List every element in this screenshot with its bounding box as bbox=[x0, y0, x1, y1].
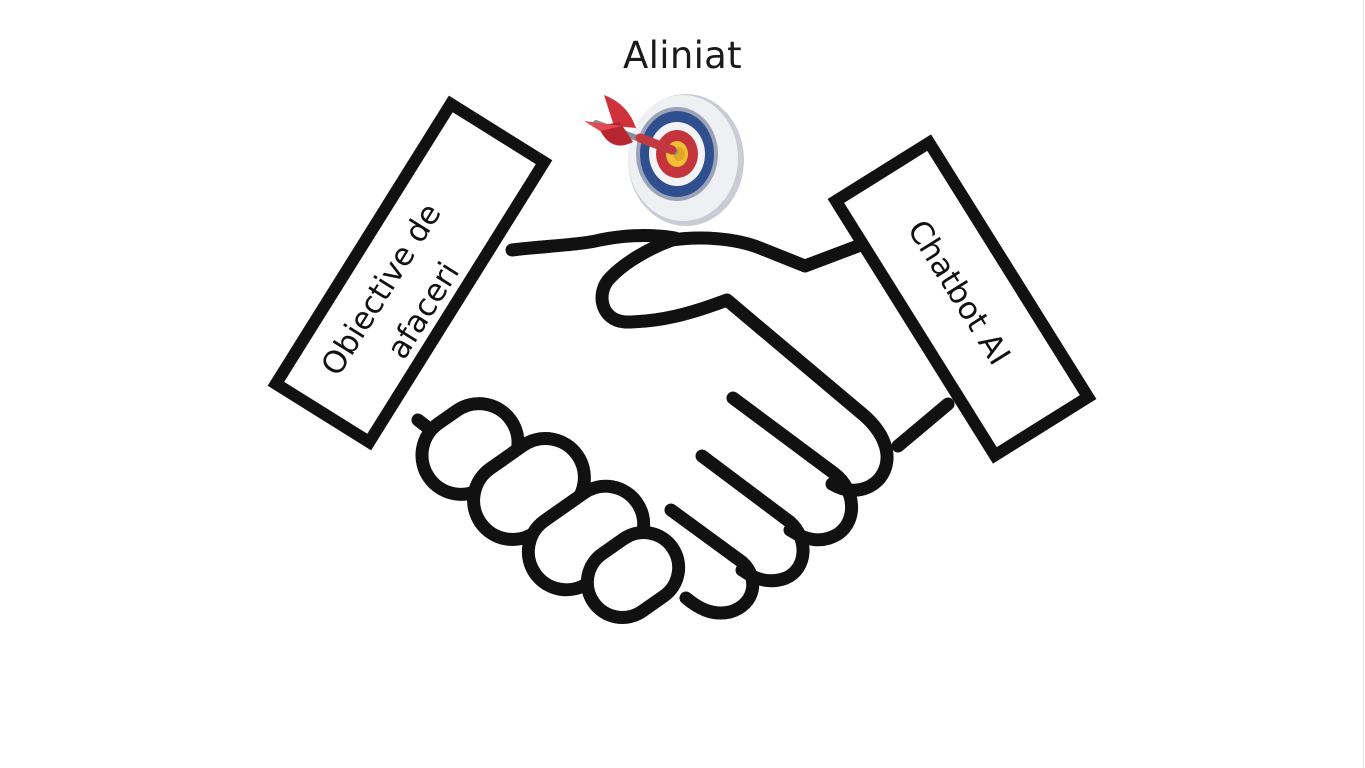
right-wrist-line bbox=[891, 397, 955, 453]
left-hand-fingers bbox=[415, 397, 686, 624]
slide-edge bbox=[1363, 0, 1364, 768]
left-cuff: Obiective de afaceri bbox=[267, 95, 553, 451]
left-finger-4 bbox=[580, 526, 686, 624]
diagram-title: Aliniat bbox=[623, 34, 742, 77]
right-cuff: Chatbot AI bbox=[827, 134, 1097, 464]
right-hand-thumb bbox=[595, 233, 894, 497]
right-finger-2 bbox=[695, 449, 810, 588]
left-cuff-box bbox=[267, 95, 553, 451]
right-cuff-box bbox=[827, 134, 1097, 464]
right-finger-3 bbox=[664, 503, 760, 620]
dart-target-icon bbox=[584, 94, 744, 226]
right-arm-top-line bbox=[665, 231, 865, 273]
left-arm-top-line bbox=[505, 229, 682, 257]
